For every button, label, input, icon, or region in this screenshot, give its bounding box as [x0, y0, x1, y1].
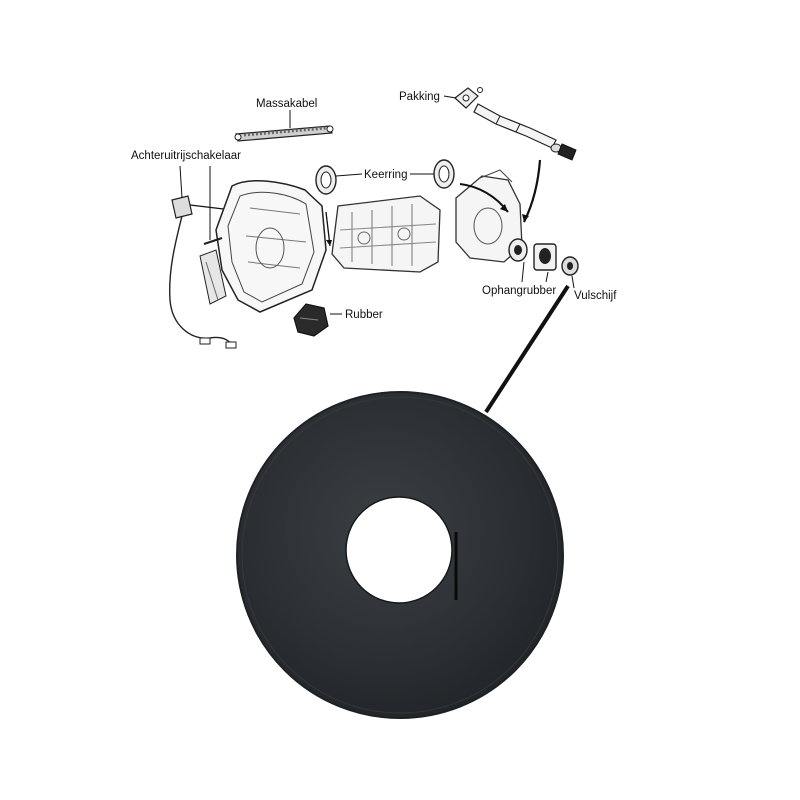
bell-housing-part	[199, 180, 327, 313]
label-vulschijf: Vulschijf	[574, 290, 617, 302]
gearbox-case-part	[325, 195, 441, 273]
rubber-mount-part	[293, 303, 342, 337]
label-pakking: Pakking	[399, 91, 440, 103]
label-achteruitrijschakelaar: Achteruitrijschakelaar	[131, 150, 241, 162]
label-keerring: Keerring	[364, 169, 407, 181]
label-rubber: Rubber	[345, 309, 383, 321]
reverse-switch-part	[168, 165, 237, 349]
keerring-leader-line	[335, 173, 363, 177]
label-ophangrubber: Ophangrubber	[482, 285, 556, 297]
spacer-washer-photo	[236, 391, 564, 719]
label-massakabel: Massakabel	[256, 98, 317, 110]
ground-strap-part	[234, 110, 334, 142]
gasket-and-shift-rod-part	[443, 87, 577, 161]
mount-bushings-part	[508, 238, 579, 289]
seal-right-part	[433, 159, 455, 189]
vulschijf-leader-line	[484, 284, 570, 414]
nose-cone-part	[455, 159, 542, 263]
seal-left-part	[315, 165, 337, 195]
